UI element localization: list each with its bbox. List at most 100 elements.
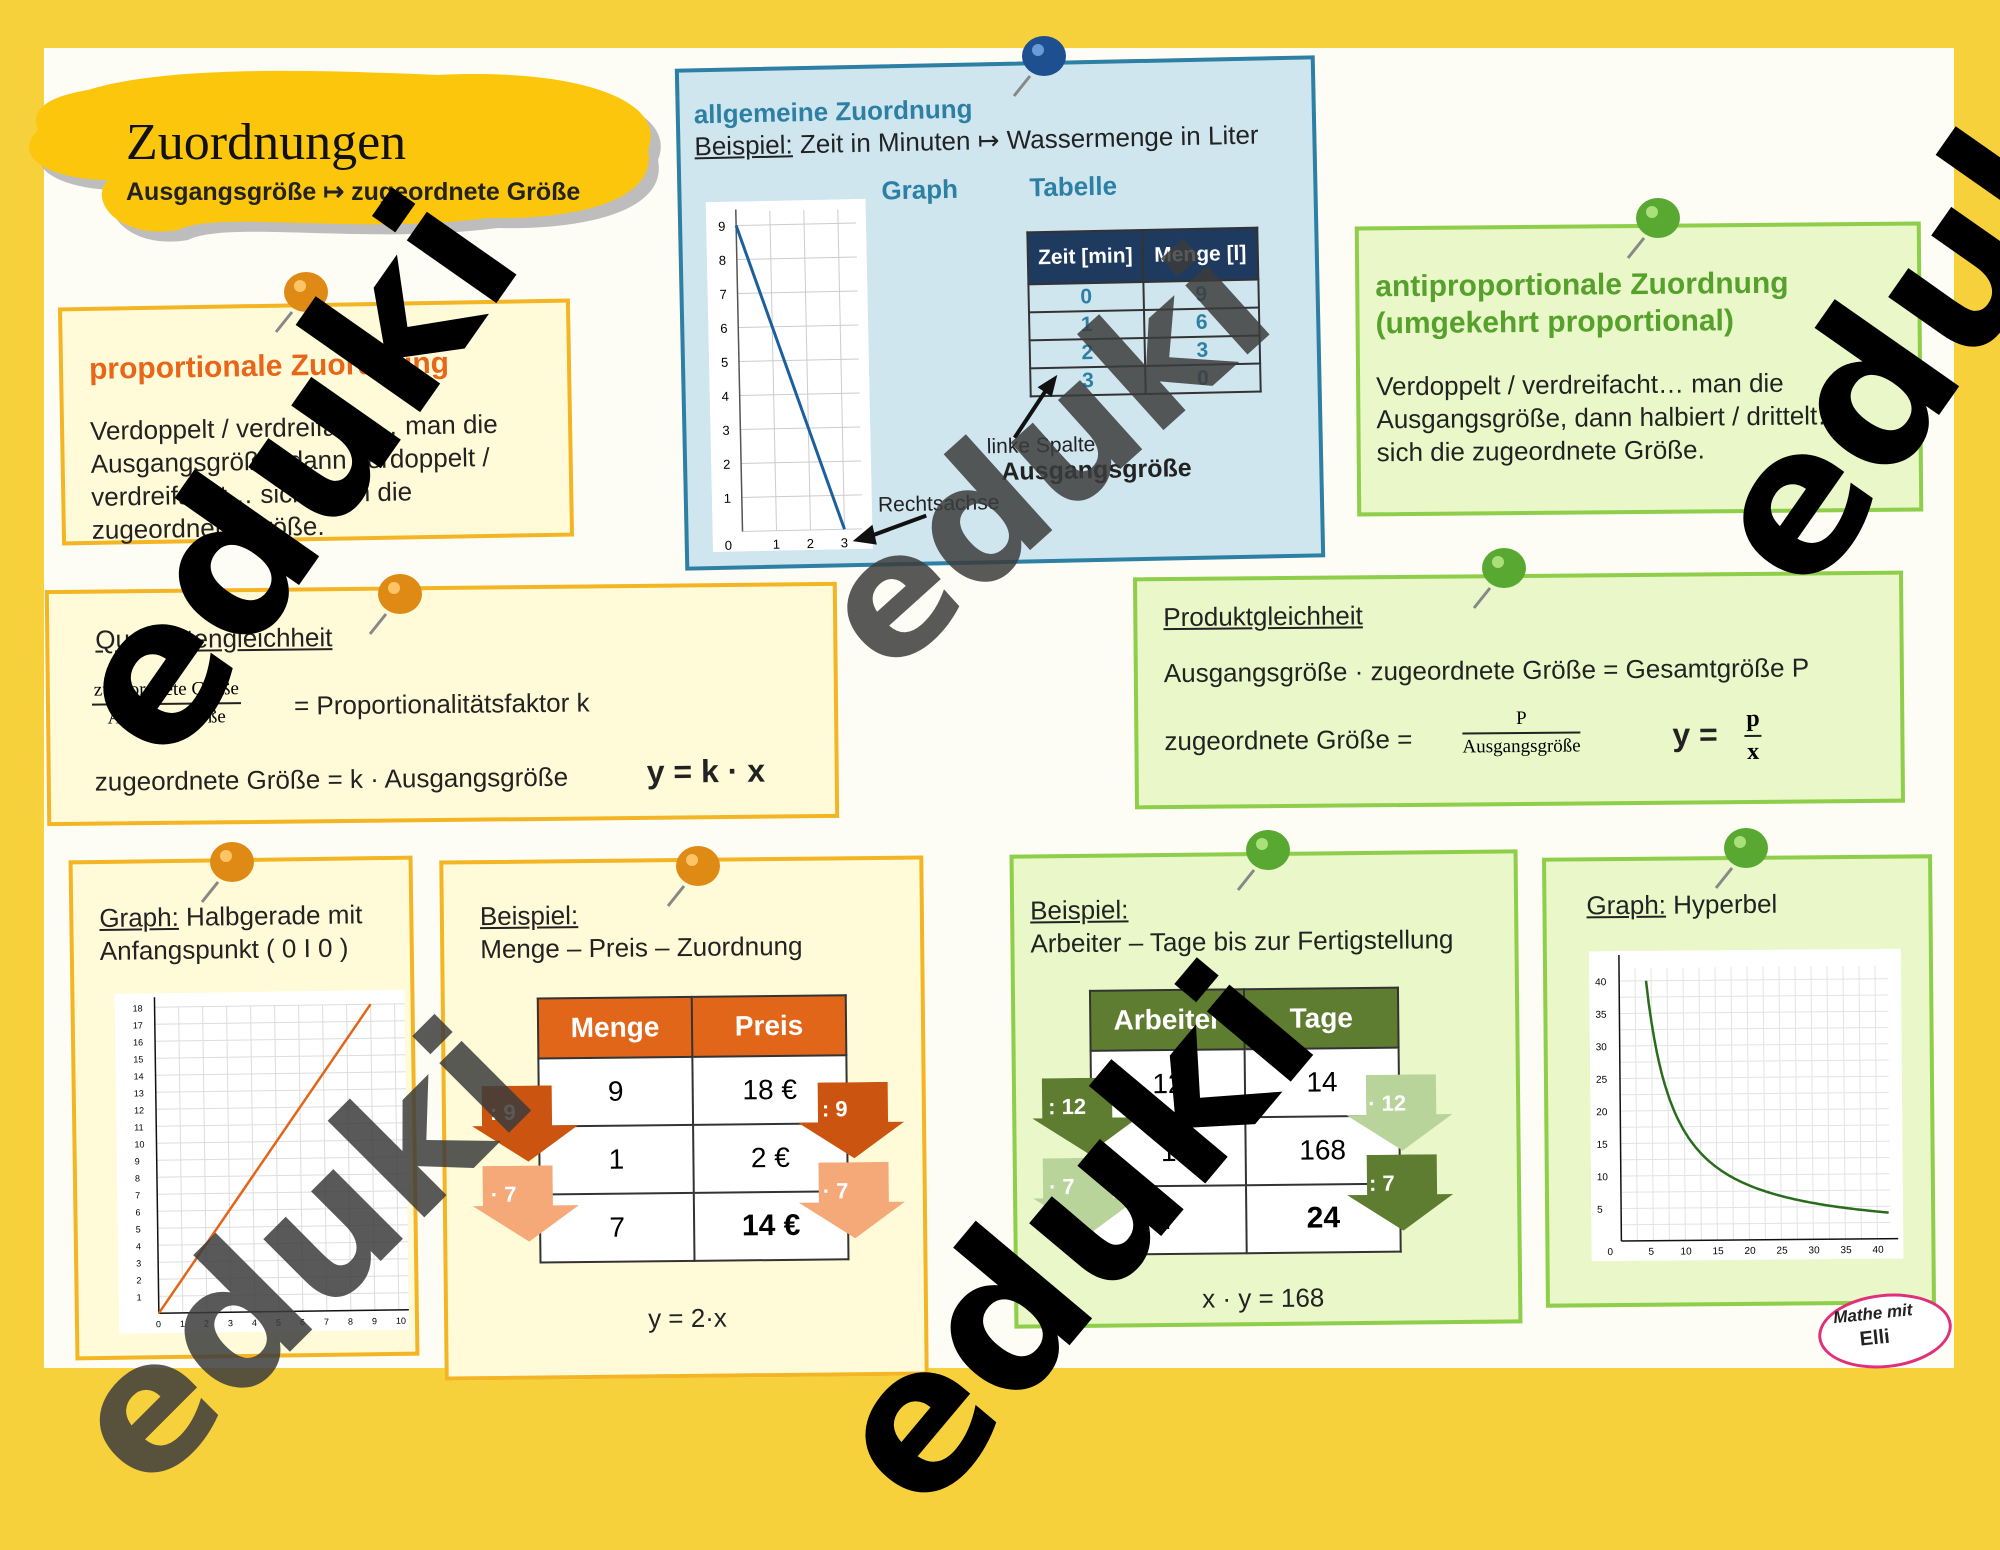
antiproportional-text-2: Ausgangsgröße, dann halbiert / drittelt…… <box>1376 400 1851 435</box>
anti-arrow-left-1 <box>1032 1077 1139 1154</box>
y-tick-label: 40 <box>1595 977 1607 988</box>
grid-line <box>158 1258 410 1263</box>
proportional-text-4: zugeordnete Größe. <box>91 510 325 545</box>
product-heading: Produktgleichheit <box>1163 600 1363 633</box>
y-tick-label: 15 <box>1597 1140 1609 1151</box>
y-tick-label: 13 <box>134 1088 144 1098</box>
antiproportional-heading: antiproportionale Zuordnung <box>1375 266 1789 304</box>
grid-line <box>741 460 862 464</box>
quotient-formula: zugeordnete Größe = k · Ausgangsgröße <box>94 761 569 797</box>
grid-line <box>157 1224 410 1229</box>
blue-pin-icon <box>1012 36 1066 97</box>
x-tick-label: 3 <box>228 1318 233 1328</box>
y-tick-label: 6 <box>720 321 728 336</box>
grid-line <box>1666 967 1670 1241</box>
anti-arrow-right-1-label: · 12 <box>1368 1090 1407 1116</box>
grid-line <box>156 1139 409 1144</box>
hyperbel-label: Graph: <box>1586 889 1667 921</box>
grid-line <box>158 1275 410 1280</box>
grid-line <box>154 1020 407 1025</box>
quotient-equals: = Proportionalitätsfaktor k <box>293 687 590 721</box>
hyperbola-curve <box>1644 980 1889 1214</box>
y-tick-label: 35 <box>1595 1010 1607 1021</box>
general-table-cell: 1 <box>1028 309 1145 341</box>
x-tick-label: 0 <box>725 538 733 552</box>
grid-line <box>769 210 778 531</box>
grid-line <box>738 324 859 328</box>
product-frac-num: P <box>1462 707 1581 735</box>
antiproportional-text-1: Verdoppelt / verdreifacht… man die <box>1376 367 1784 402</box>
quotient-formula-bold: y = k · x <box>646 752 766 790</box>
y-tick-label: 10 <box>1597 1172 1609 1183</box>
prop-graph-text: Halbgerade mit <box>178 899 363 932</box>
y-tick-label: 10 <box>134 1139 144 1149</box>
general-table-cell: 9 <box>1143 279 1259 310</box>
proportional-line <box>157 1003 372 1314</box>
anti-example-note: Beispiel: Arbeiter – Tage bis zur Fertig… <box>1009 849 1523 1329</box>
y-tick-label: 8 <box>135 1173 140 1183</box>
grid-line <box>1762 966 1766 1240</box>
anti-arrow-right-2 <box>1347 1154 1454 1231</box>
y-tick-label: 3 <box>722 423 730 438</box>
general-table-cell: 3 <box>1144 335 1261 366</box>
orange-pin-icon <box>200 842 254 903</box>
y-tick-label: 5 <box>136 1224 141 1234</box>
grid-line <box>1634 967 1638 1241</box>
prop-example-text: Menge – Preis – Zuordnung <box>480 930 803 965</box>
prop-table-header-1: Preis <box>691 995 847 1057</box>
grid-line <box>871 208 873 529</box>
grid-line <box>155 1037 408 1042</box>
anti-example-formula: x · y = 168 <box>1202 1282 1325 1314</box>
y-tick-label: 8 <box>719 253 727 268</box>
x-tick-label: 0 <box>156 1319 161 1329</box>
x-tick-label: 10 <box>396 1316 406 1326</box>
grid-line <box>1714 967 1718 1241</box>
x-tick-label: 5 <box>1648 1247 1654 1258</box>
left-column-arrow <box>1012 374 1058 439</box>
grid-line <box>156 1105 408 1110</box>
y-tick-label: 5 <box>1597 1205 1603 1216</box>
prop-graph-label: Graph: <box>99 901 180 933</box>
y-tick-label: 2 <box>136 1275 141 1285</box>
anti-arrow-left-1-label: : 12 <box>1048 1093 1087 1120</box>
x-tick-label: 40 <box>1872 1245 1884 1256</box>
antiproportional-heading-2: (umgekehrt proportional) <box>1375 304 1735 341</box>
green-pin-icon <box>1714 828 1768 889</box>
grid-line <box>1794 966 1798 1240</box>
prop-example-label: Beispiel: <box>479 900 579 932</box>
right-axis-arrow <box>852 513 927 545</box>
y-tick-label: 4 <box>136 1241 141 1251</box>
left-column-bold: Ausgangsgröße <box>1001 454 1192 487</box>
product-y-num: p <box>1744 705 1762 738</box>
green-pin-icon <box>1626 198 1680 259</box>
y-tick-label: 15 <box>133 1054 143 1064</box>
anti-table-header-0: Arbeiter <box>1089 989 1245 1051</box>
grid-line <box>178 1006 184 1313</box>
grid-line <box>1842 966 1846 1240</box>
grid-line <box>736 256 857 260</box>
product-frac-den: Ausgangsgröße <box>1462 735 1581 758</box>
grid-line <box>1746 966 1750 1240</box>
anti-arrow-right-1 <box>1346 1074 1453 1151</box>
y-tick-label: 9 <box>718 219 726 234</box>
grid-line <box>346 1004 352 1311</box>
anti-arrow-right-2-label: : 7 <box>1368 1170 1395 1196</box>
prop-arrow-left-1-label: : 9 <box>489 1099 516 1126</box>
x-tick-label: 6 <box>300 1317 305 1327</box>
grid-line <box>155 1088 408 1093</box>
antiproportional-note: antiproportionale Zuordnung (umgekehrt p… <box>1354 221 1924 517</box>
x-tick-label: 1 <box>180 1319 185 1329</box>
prop-arrow-left-1 <box>472 1085 579 1162</box>
page-title: Zuordnungen <box>126 114 407 171</box>
x-tick-label: 2 <box>807 536 815 551</box>
y-tick-label: 2 <box>723 457 731 472</box>
y-tick-label: 1 <box>724 491 732 506</box>
x-tick-label: 20 <box>1744 1246 1756 1257</box>
grid-line <box>1826 966 1830 1240</box>
orange-pin-icon <box>274 272 328 333</box>
y-tick-label: 12 <box>134 1105 144 1115</box>
y-tick-label: 9 <box>135 1156 140 1166</box>
quotient-heading: Quotientengleichheit <box>95 622 333 655</box>
